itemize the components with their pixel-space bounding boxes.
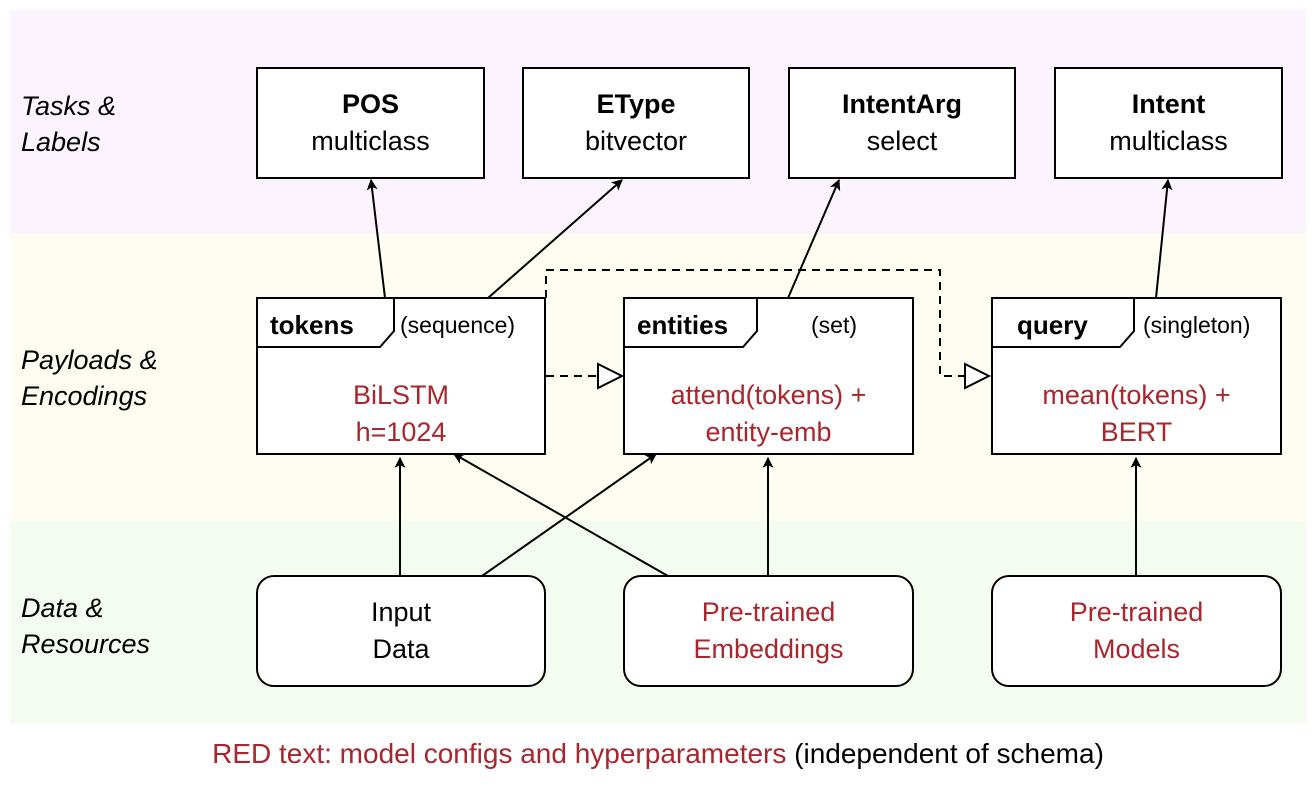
caption-black-text: (independent of schema) [786,738,1104,769]
payload-name: tokens [270,310,354,340]
payload-name: query [1017,310,1088,340]
encoder-line: mean(tokens) + [1042,380,1231,410]
resource-line: Models [1092,634,1181,664]
payload-encoder: BiLSTM h=1024 [258,377,544,451]
encoder-line: BERT [1100,417,1173,447]
edge-input-entities [481,453,657,577]
resource-line: Data [372,634,430,664]
task-name: IntentArg [842,89,962,119]
task-name: POS [341,89,400,119]
resource-line: Pre-trained [701,597,836,627]
payload-tab-frame [992,298,1135,348]
edge-entities-intentarg [787,178,841,299]
resource-box-input-data: Input Data [256,575,546,687]
payload-tab-frame [257,298,395,348]
encoder-line: entity-emb [705,417,832,447]
task-box-intentarg: IntentArg select [788,67,1016,179]
payload-box-query: query (singleton) mean(tokens) + BERT [991,297,1282,455]
task-box-intent: Intent multiclass [1054,67,1283,179]
caption-red-text: RED text: model configs and hyperparamet… [212,738,787,769]
dashed-arrowhead-query [964,362,992,390]
resource-line: Pre-trained [1069,597,1204,627]
task-label-type: select [866,126,938,156]
encoder-line: h=1024 [355,417,447,447]
edge-tokens-pos [366,178,386,299]
task-box-pos: POS multiclass [256,67,485,179]
edge-dashed-tokens-query [545,269,965,377]
row-label-data: Data & Resources [21,593,151,659]
payload-encoder: attend(tokens) + entity-emb [625,377,912,451]
row-label-payloads: Payloads & Encodings [21,345,158,411]
resource-line: Embeddings [693,634,844,664]
encoder-line: attend(tokens) + [670,380,867,410]
task-name: EType [596,89,676,119]
resource-box-models: Pre-trained Models [991,575,1282,687]
resource-box-embeddings: Pre-trained Embeddings [623,575,914,687]
task-label-type: bitvector [584,126,688,156]
legend-caption: RED text: model configs and hyperparamet… [0,734,1316,774]
resource-line: Input [370,597,432,627]
dashed-arrowhead-entities [597,362,625,390]
payload-kind: (set) [811,312,857,338]
payload-kind: (singleton) [1143,312,1251,338]
edge-tokens-etype [487,179,623,299]
payload-encoder: mean(tokens) + BERT [993,377,1280,451]
edge-embeddings-tokens [453,453,669,577]
edge-query-intent [1155,178,1173,299]
payload-tab-frame [624,298,758,348]
payload-kind: (sequence) [400,312,516,338]
payload-name: entities [637,310,729,340]
task-label-type: multiclass [311,126,430,156]
row-label-tasks: Tasks & Labels [21,91,117,157]
payload-box-tokens: tokens (sequence) BiLSTM h=1024 [256,297,546,455]
task-name: Intent [1131,89,1206,119]
task-label-type: multiclass [1109,126,1228,156]
task-box-etype: EType bitvector [522,67,750,179]
payload-box-entities: entities (set) attend(tokens) + entity-e… [623,297,914,455]
encoder-line: BiLSTM [352,380,450,410]
